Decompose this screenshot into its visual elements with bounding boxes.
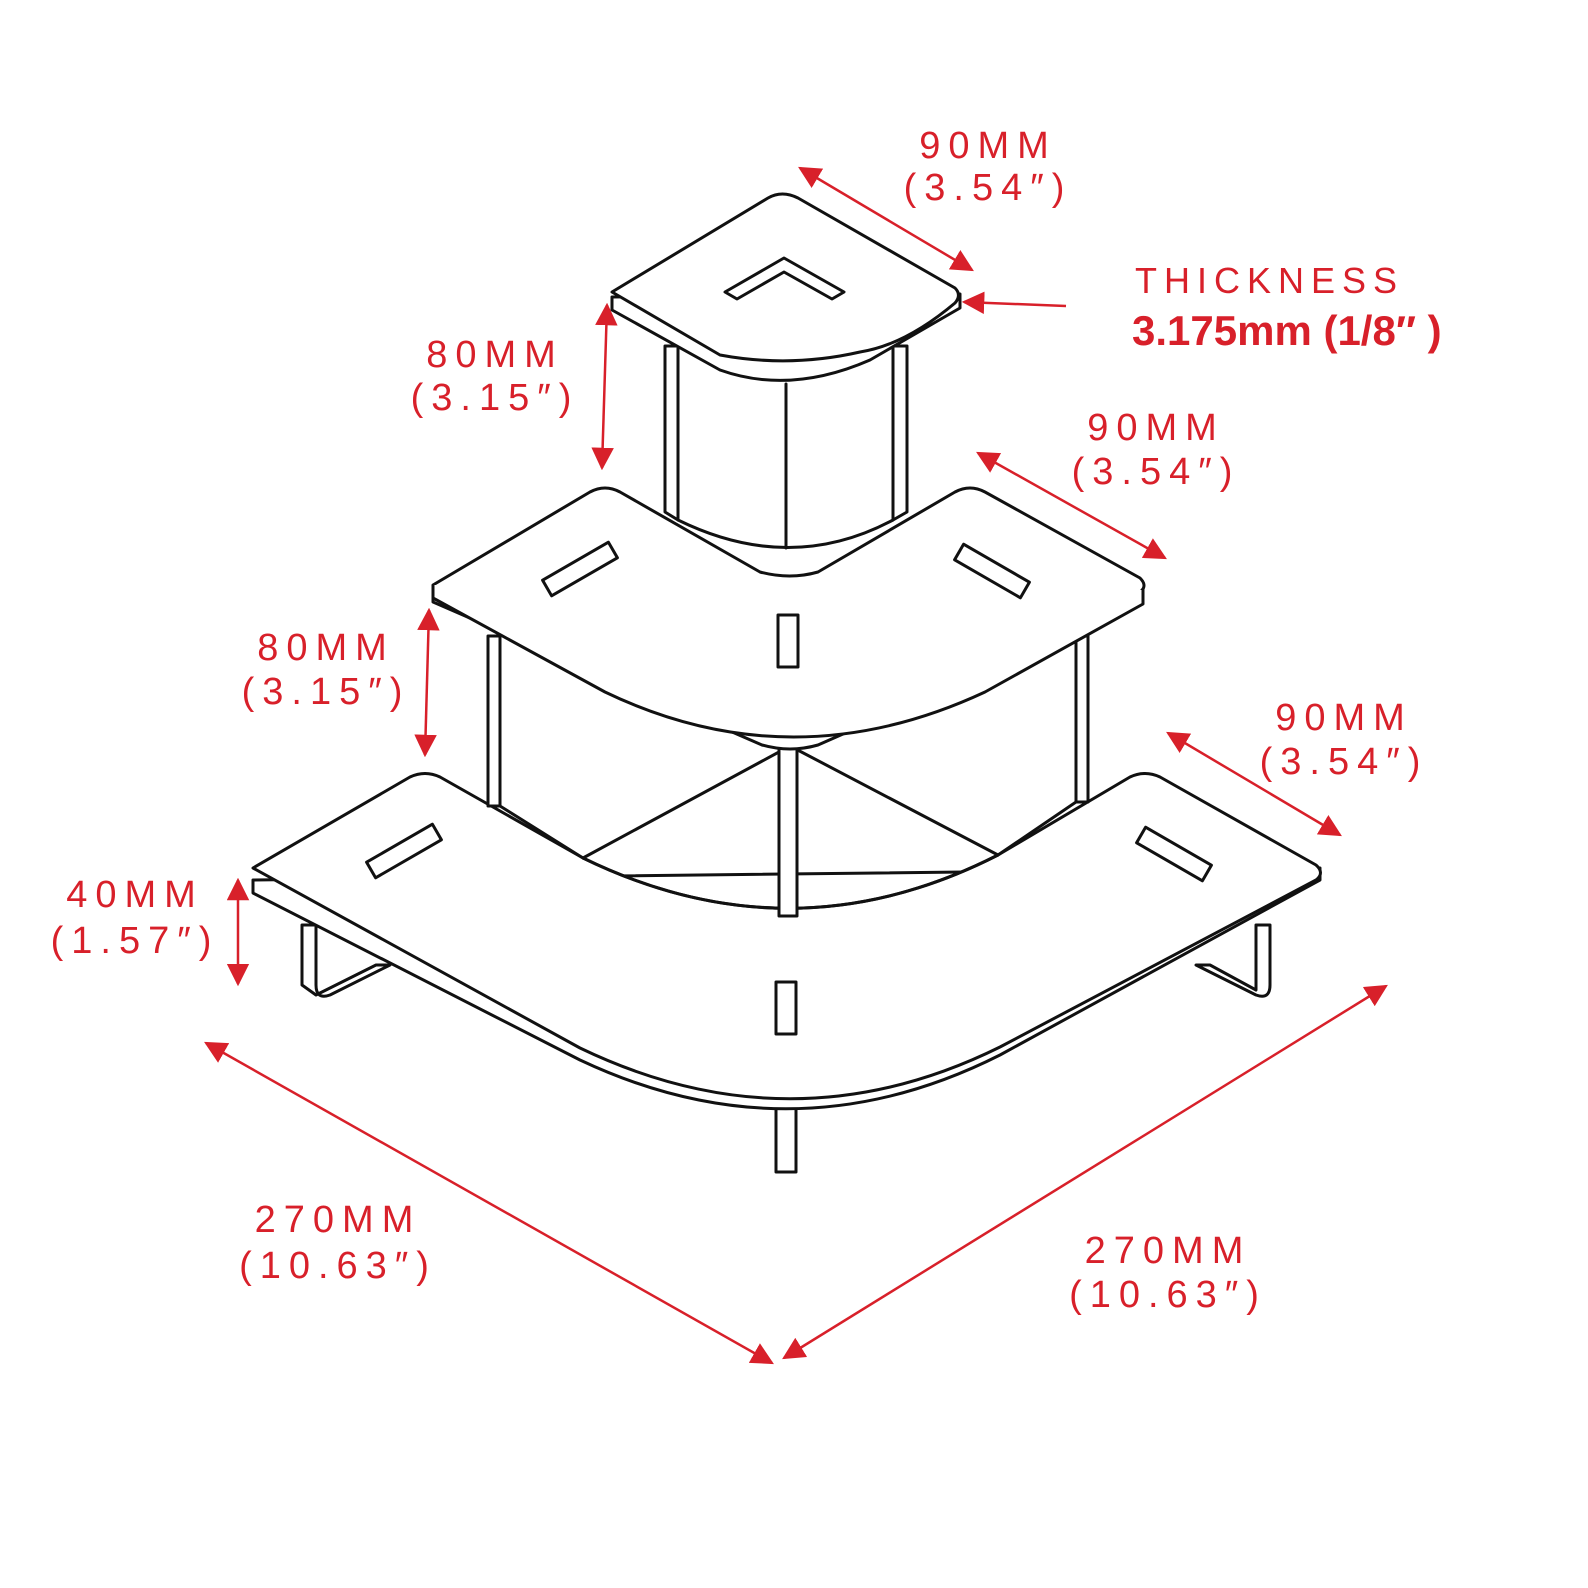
base-height-in: (1.57″) bbox=[51, 920, 220, 962]
top-tier-top bbox=[610, 192, 960, 363]
middle-width-mm: 90MM bbox=[1087, 407, 1225, 449]
middle-height-arrow bbox=[414, 607, 440, 758]
top-height-mm: 80MM bbox=[426, 334, 564, 376]
base-height-mm: 40MM bbox=[66, 874, 204, 916]
bottom-center-slot bbox=[774, 980, 798, 1036]
dimension-lines bbox=[204, 166, 1388, 1365]
bottom-right-slot bbox=[1135, 825, 1213, 883]
base-right-length-in: (10.63″) bbox=[1069, 1274, 1267, 1316]
bottom-width-arrow bbox=[1166, 731, 1342, 837]
dimension-labels: 90MM (3.54″) THICKNESS 3.175mm (1/8″ ) 8… bbox=[51, 125, 1442, 1316]
thickness-title: THICKNESS bbox=[1135, 260, 1404, 301]
base-right-length-mm: 270MM bbox=[1085, 1230, 1252, 1272]
middle-tier bbox=[431, 486, 1146, 751]
top-tier bbox=[610, 192, 962, 382]
top-height-in: (3.15″) bbox=[411, 377, 580, 419]
bottom-left-slot bbox=[365, 822, 443, 880]
top-width-arrow bbox=[798, 166, 974, 272]
bottom-width-mm: 90MM bbox=[1275, 697, 1413, 739]
top-height-arrow bbox=[591, 302, 618, 471]
thickness-arrow bbox=[961, 291, 1067, 315]
top-width-in: (3.54″) bbox=[904, 167, 1073, 209]
middle-height-in: (3.15″) bbox=[242, 671, 411, 713]
middle-width-arrow bbox=[976, 451, 1167, 560]
base-left-length-mm: 270MM bbox=[255, 1199, 422, 1241]
base-left-length-arrow bbox=[204, 1041, 774, 1365]
top-tier-supports bbox=[663, 344, 909, 550]
middle-center-slot bbox=[776, 613, 800, 669]
top-width-mm: 90MM bbox=[919, 125, 1057, 167]
base-right-length-arrow bbox=[782, 984, 1388, 1360]
middle-center-support bbox=[777, 744, 799, 918]
bottom-width-in: (3.54″) bbox=[1260, 741, 1429, 783]
front-leg bbox=[774, 1098, 798, 1174]
thickness-value: 3.175mm (1/8″ ) bbox=[1132, 307, 1442, 354]
base-left-length-in: (10.63″) bbox=[239, 1245, 437, 1287]
top-corner-slot bbox=[723, 256, 846, 301]
middle-height-mm: 80MM bbox=[257, 627, 395, 669]
middle-right-slot bbox=[953, 542, 1031, 600]
middle-width-in: (3.54″) bbox=[1072, 451, 1241, 493]
middle-left-slot bbox=[541, 540, 619, 598]
